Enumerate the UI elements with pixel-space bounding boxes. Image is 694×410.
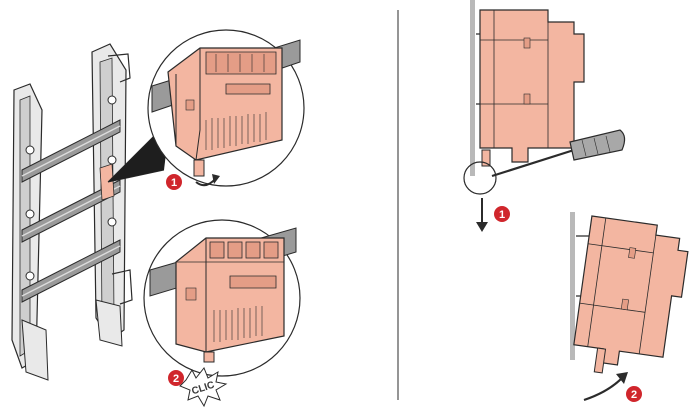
step-1-badge: 1 bbox=[166, 174, 182, 190]
screwdriver bbox=[491, 129, 626, 178]
clic-burst: CLIC bbox=[179, 367, 228, 408]
removal-step-2: 2 bbox=[570, 212, 689, 402]
rail-3 bbox=[21, 239, 121, 303]
step-2-label: 2 bbox=[173, 373, 179, 385]
curved-arrow-icon bbox=[583, 372, 628, 402]
module-device-mounted bbox=[175, 237, 285, 363]
module-device-tilted bbox=[167, 47, 283, 177]
mount-step-1-detail: 1 bbox=[147, 29, 305, 190]
removal-step-2-badge: 2 bbox=[626, 386, 642, 402]
removal-step-1-badge: 1 bbox=[494, 206, 510, 222]
din-rail-frame bbox=[11, 43, 133, 381]
mount-step-2-detail: CLIC 2 bbox=[143, 219, 301, 408]
removal-step-2-label: 2 bbox=[631, 389, 637, 401]
mounting-wall bbox=[470, 0, 475, 176]
step-1-label: 1 bbox=[171, 177, 177, 189]
down-arrow-icon bbox=[476, 198, 488, 232]
removal-step-1: 1 bbox=[463, 0, 626, 232]
removal-step-1-label: 1 bbox=[499, 209, 505, 221]
focus-circle bbox=[463, 161, 497, 195]
mounting-wall-2 bbox=[570, 212, 575, 360]
rail-1 bbox=[21, 119, 121, 183]
module-side-profile-1 bbox=[479, 9, 585, 167]
module-side-profile-2 bbox=[573, 215, 689, 374]
step-2-badge: 2 bbox=[168, 370, 184, 386]
